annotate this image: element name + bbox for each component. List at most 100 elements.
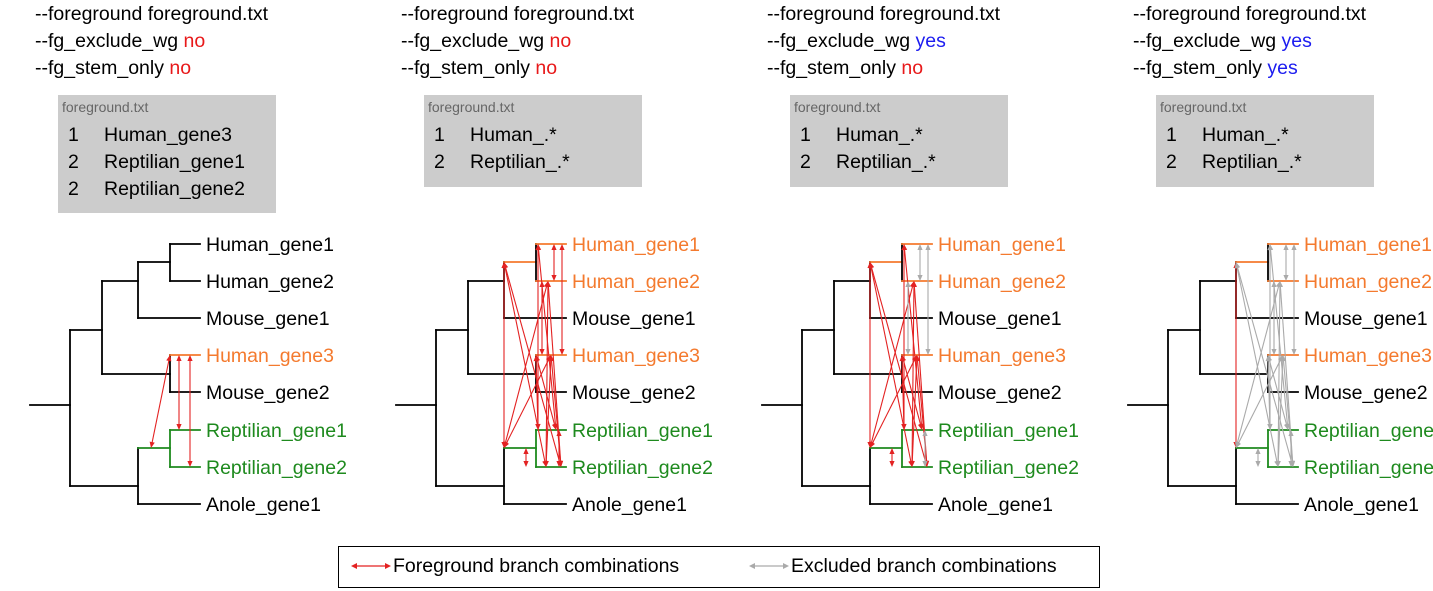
leaf-label: Human_gene3: [206, 345, 334, 367]
foreground-row: 1 Human_gene3: [68, 124, 232, 147]
foreground-arrow: [535, 355, 557, 430]
stem-option-line: --fg_stem_only no: [767, 57, 923, 79]
phylogenetic-tree: Human_gene1Human_gene2Mouse_gene1Human_g…: [395, 234, 713, 516]
stem-value: no: [169, 57, 192, 79]
leaf-label: Human_gene2: [572, 271, 700, 293]
leaf-label: Human_gene1: [572, 234, 700, 256]
leaf-label: Mouse_gene2: [572, 382, 696, 404]
group-number: 1: [434, 124, 445, 146]
leaf-label: Mouse_gene2: [206, 382, 330, 404]
foreground-arrow: [539, 281, 545, 355]
foreground-row: 2 Reptilian_.*: [1166, 151, 1302, 174]
excluded-arrow: [925, 244, 931, 355]
leaf-label: Reptilian_gene1: [572, 420, 713, 442]
panel-4: --foreground foreground.txt --fg_exclude…: [1127, 0, 1433, 540]
group-number: 2: [1166, 151, 1177, 173]
excluded-arrow: [1291, 244, 1297, 355]
stem-option-line: --fg_stem_only no: [35, 57, 191, 79]
group-pattern: Human_.*: [1202, 124, 1289, 146]
panel-2: --foreground foreground.txt --fg_exclude…: [395, 0, 761, 540]
exclude-option: --fg_exclude_wg: [35, 30, 179, 52]
excluded-arrow: [1283, 244, 1289, 281]
excluded-arrow-icon: [749, 563, 789, 569]
foreground-arrow: [503, 262, 562, 467]
foreground-file-title: foreground.txt: [1160, 99, 1247, 115]
group-number: 2: [434, 151, 445, 173]
stem-value: yes: [1267, 57, 1298, 79]
stem-option: --fg_stem_only: [767, 57, 896, 79]
leaf-label: Anole_gene1: [206, 494, 321, 516]
leaf-label: Human_gene1: [206, 234, 334, 256]
excluded-arrow: [1271, 281, 1277, 355]
panel-3: --foreground foreground.txt --fg_exclude…: [761, 0, 1127, 540]
group-pattern: Human_gene3: [104, 124, 232, 146]
foreground-arrow: [911, 281, 930, 467]
exclude-value: yes: [915, 30, 946, 52]
leaf-label: Anole_gene1: [1304, 494, 1419, 516]
leaf-label: Mouse_gene2: [1304, 382, 1428, 404]
exclude-value: yes: [1281, 30, 1312, 52]
leaf-label: Human_gene2: [1304, 271, 1432, 293]
exclude-value: no: [183, 30, 206, 52]
exclude-option-line: --fg_exclude_wg yes: [767, 30, 946, 52]
foreground-arrow: [523, 448, 529, 467]
excluded-arrow: [1235, 262, 1294, 467]
stem-value: no: [901, 57, 924, 79]
foreground-arrow: [545, 281, 564, 467]
group-number: 2: [68, 151, 79, 173]
foreground-arrow: [559, 244, 565, 355]
leaf-label: Reptilian_gene1: [938, 420, 1079, 442]
leaf-label: Mouse_gene2: [938, 382, 1062, 404]
leaf-label: Reptilian_gene2: [206, 457, 347, 479]
foreground-arrow: [1233, 262, 1239, 448]
exclude-value: no: [549, 30, 572, 52]
foreground-arrow-icon: [351, 563, 391, 569]
leaf-label: Reptilian_gene1: [1304, 420, 1433, 442]
excluded-arrow: [1267, 355, 1289, 430]
legend-foreground-label: Foreground branch combinations: [393, 555, 680, 577]
excluded-arrow: [1255, 448, 1261, 467]
leaf-label: Mouse_gene1: [938, 308, 1062, 330]
foreground-row: 2 Reptilian_gene1: [68, 151, 245, 174]
foreground-option: --foreground foreground.txt: [767, 3, 1001, 25]
group-number: 1: [1166, 124, 1177, 146]
group-number: 2: [68, 178, 79, 200]
foreground-file-title: foreground.txt: [62, 99, 149, 115]
stem-value: no: [535, 57, 558, 79]
stem-option-line: --fg_stem_only yes: [1133, 57, 1298, 79]
exclude-option-line: --fg_exclude_wg no: [401, 30, 571, 52]
phylogenetic-tree: Human_gene1Human_gene2Mouse_gene1Human_g…: [1127, 234, 1433, 516]
exclude-option: --fg_exclude_wg: [767, 30, 911, 52]
foreground-file-title: foreground.txt: [428, 99, 515, 115]
foreground-file-title: foreground.txt: [794, 99, 881, 115]
leaf-label: Human_gene1: [1304, 234, 1432, 256]
leaf-label: Human_gene2: [206, 271, 334, 293]
leaf-label: Anole_gene1: [572, 494, 687, 516]
exclude-option-line: --fg_exclude_wg yes: [1133, 30, 1312, 52]
leaf-label: Mouse_gene1: [572, 308, 696, 330]
group-pattern: Human_.*: [470, 124, 557, 146]
leaf-label: Human_gene3: [572, 345, 700, 367]
group-number: 1: [800, 124, 811, 146]
foreground-row: 1 Human_.*: [434, 124, 557, 147]
phylogenetic-tree: Human_gene1Human_gene2Mouse_gene1Human_g…: [29, 234, 347, 516]
foreground-arrow: [869, 262, 928, 467]
leaf-label: Anole_gene1: [938, 494, 1053, 516]
leaf-label: Human_gene2: [938, 271, 1066, 293]
panel-1: --foreground foreground.txt --fg_exclude…: [29, 0, 395, 540]
stem-option: --fg_stem_only: [1133, 57, 1262, 79]
leaf-label: Human_gene1: [938, 234, 1066, 256]
group-number: 2: [800, 151, 811, 173]
foreground-arrow: [870, 355, 917, 448]
group-pattern: Reptilian_.*: [1202, 151, 1302, 173]
group-number: 1: [68, 124, 79, 146]
group-pattern: Reptilian_gene1: [104, 151, 245, 173]
foreground-arrow: [149, 355, 172, 448]
foreground-option: --foreground foreground.txt: [1133, 3, 1367, 25]
legend-excluded-label: Excluded branch combinations: [791, 555, 1057, 577]
